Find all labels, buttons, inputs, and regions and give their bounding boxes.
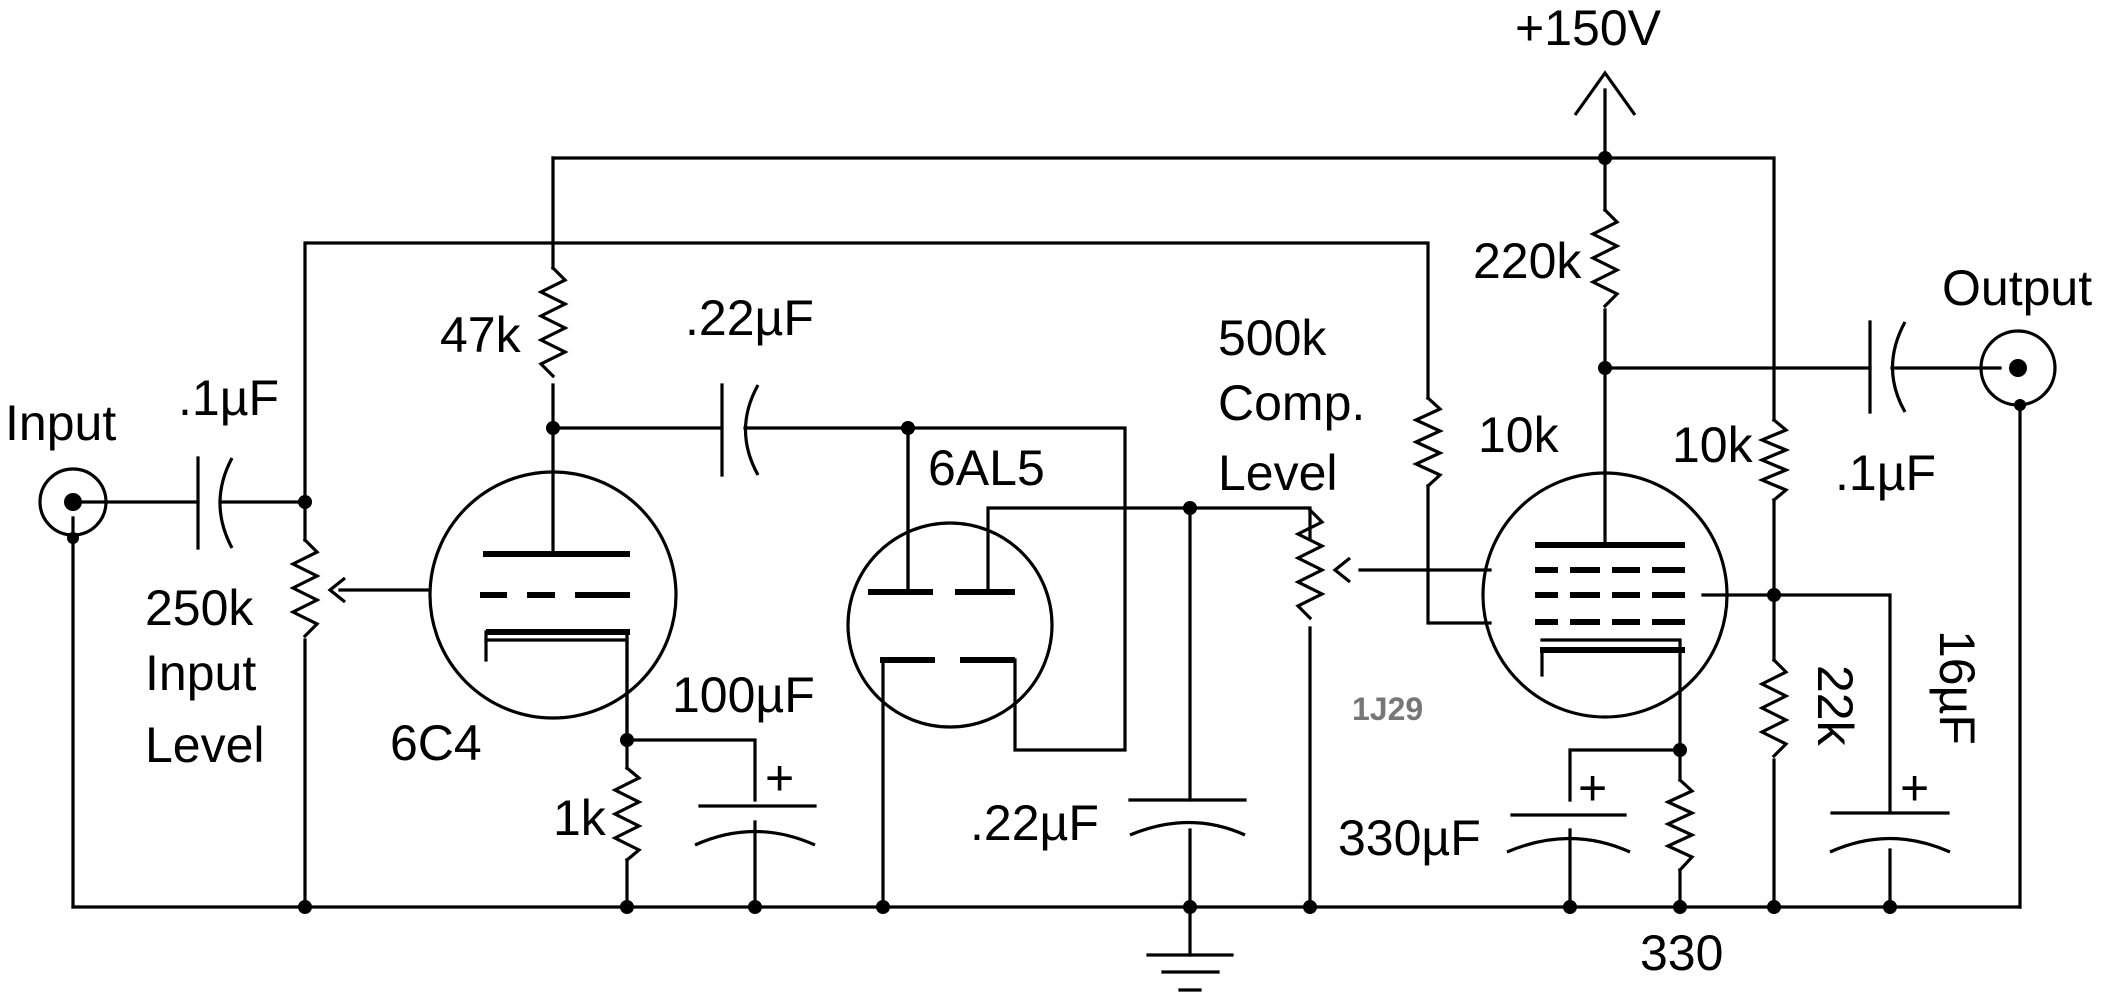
resistors	[289, 207, 1791, 873]
cathode-cap-6c4-label: 100µF	[672, 667, 815, 723]
input-cap-label: .1µF	[178, 370, 279, 426]
output-cap-label: .1µF	[1835, 445, 1936, 501]
pot-250k-wiper	[327, 576, 346, 604]
input-capacitor	[196, 456, 234, 550]
input-label: Input	[5, 395, 116, 451]
filter-cap-label: .22µF	[970, 795, 1099, 851]
cathode-resistor-1j29-label: 330	[1640, 925, 1723, 981]
cathode-resistor-6c4-label: 1k	[553, 790, 607, 846]
labels: +150V Input Output .1µF 250k Input Level…	[5, 0, 2092, 981]
pot-500k	[1294, 507, 1326, 621]
output-jack	[1979, 329, 2057, 411]
input-pot-value: 250k	[145, 580, 254, 636]
junction-dots	[298, 151, 1897, 914]
resistor-10k-left-label: 10k	[1478, 407, 1560, 463]
pot-500k-wiper	[1332, 556, 1351, 584]
coupling-cap-label: .22µF	[685, 290, 814, 346]
input-jack	[38, 467, 108, 544]
tube-1j29-label: 1J29	[1352, 691, 1423, 727]
tube-6al5	[846, 426, 1054, 729]
plus-sign-1j29: +	[1578, 760, 1607, 816]
resistor-1k	[611, 765, 643, 863]
pot-250k	[289, 537, 321, 639]
output-capacitor	[1868, 320, 1907, 414]
input-pot-name-1: Input	[145, 645, 256, 701]
screen-capacitor	[1829, 811, 1951, 854]
cathode-capacitor-1j29	[1506, 813, 1631, 854]
input-pot-name-2: Level	[145, 717, 265, 773]
resistor-10k-right	[1757, 417, 1791, 503]
ground-symbol	[1146, 953, 1234, 992]
resistor-10k-right-label: 10k	[1672, 417, 1754, 473]
tube-6c4-label: 6C4	[390, 715, 482, 771]
resistor-47k	[537, 265, 569, 379]
supply-arrow	[1573, 70, 1637, 116]
plate-resistor-6c4-label: 47k	[440, 307, 522, 363]
resistor-22k	[1758, 657, 1790, 759]
plus-sign-6c4: +	[765, 750, 794, 806]
tube-6al5-label: 6AL5	[928, 440, 1045, 496]
plus-sign-screen: +	[1900, 760, 1929, 816]
screen-cap-label: 16µF	[1929, 630, 1985, 745]
cathode-cap-1j29-label: 330µF	[1338, 810, 1481, 866]
comp-pot-value: 500k	[1218, 310, 1327, 366]
cathode-capacitor-6c4	[694, 804, 817, 847]
supply-label: +150V	[1515, 0, 1662, 56]
coupling-capacitor	[720, 383, 760, 477]
resistor-22k-label: 22k	[1807, 665, 1863, 747]
tube-1j29	[1481, 471, 1729, 719]
resistor-10k-left	[1412, 395, 1444, 489]
plate-resistor-1j29-label: 220k	[1473, 233, 1582, 289]
comp-pot-name-1: Comp.	[1218, 375, 1365, 431]
comp-pot-name-2: Level	[1218, 445, 1338, 501]
resistor-220k	[1589, 207, 1621, 309]
filter-capacitor	[1128, 798, 1247, 837]
resistor-330	[1664, 777, 1696, 873]
tube-6c4	[428, 470, 678, 742]
output-label: Output	[1942, 260, 2092, 316]
